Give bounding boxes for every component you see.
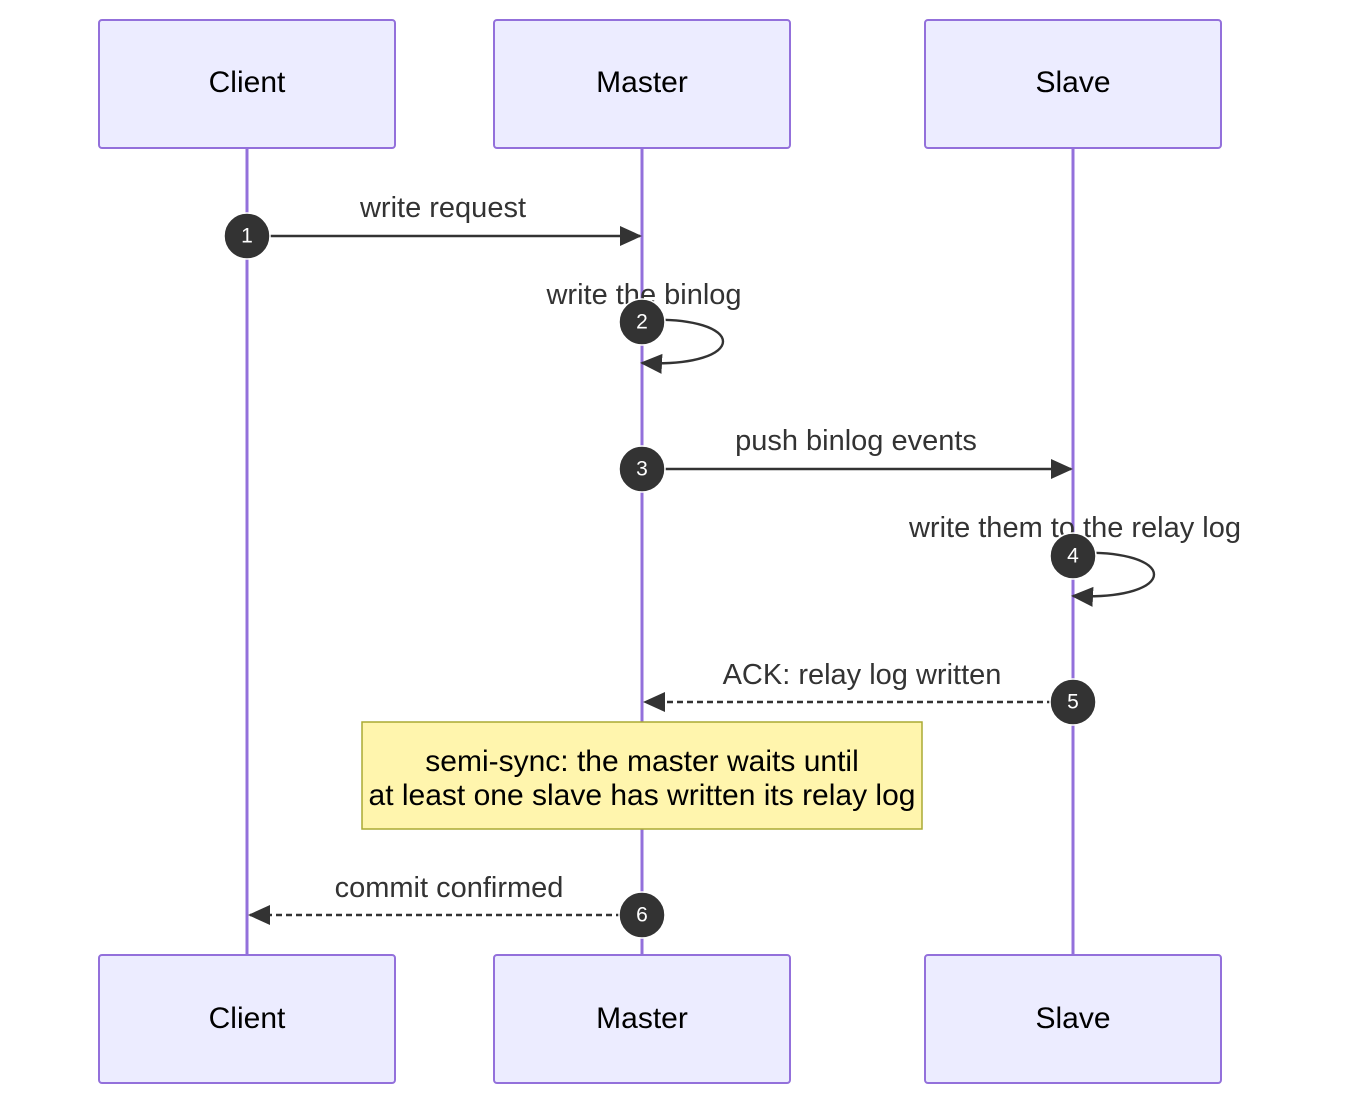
actor-slave-bottom: Slave xyxy=(924,954,1222,1084)
message-arrow xyxy=(1071,551,1155,607)
message-label: commit confirmed xyxy=(335,872,564,904)
sequence-number: 3 xyxy=(636,458,648,481)
sequence-number: 1 xyxy=(241,225,253,248)
sequence-number: 6 xyxy=(636,904,648,927)
note-line: semi-sync: the master waits until xyxy=(425,745,858,778)
actor-label: Client xyxy=(209,66,286,99)
sequence-number-badge xyxy=(223,212,271,260)
message-write-binlog: write the binlog 2 xyxy=(545,279,742,374)
message-write-request: write request 1 xyxy=(223,192,642,260)
message-label: push binlog events xyxy=(735,425,977,457)
sequence-number: 5 xyxy=(1067,691,1079,714)
actor-label: Master xyxy=(596,1002,688,1035)
actor-client-top: Client xyxy=(98,19,396,149)
message-push-binlog-events: push binlog events 3 xyxy=(618,425,1073,493)
actor-label: Client xyxy=(209,1002,286,1035)
actor-slave-top: Slave xyxy=(924,19,1222,149)
actor-label: Slave xyxy=(1035,66,1110,99)
message-label: write request xyxy=(359,192,526,224)
message-label: ACK: relay log written xyxy=(723,659,1002,691)
sequence-number-badge xyxy=(1049,678,1097,726)
message-ack-relay-log-written: ACK: relay log written 5 xyxy=(643,659,1097,726)
sequence-number-badge xyxy=(618,298,666,346)
actor-master-bottom: Master xyxy=(493,954,791,1084)
message-write-relay-log: write them to the relay log 4 xyxy=(908,512,1241,607)
sequence-number: 2 xyxy=(636,311,648,334)
sequence-number-badge xyxy=(1049,532,1097,580)
note-line: at least one slave has written its relay… xyxy=(369,779,916,812)
actor-label: Slave xyxy=(1035,1002,1110,1035)
actor-client-bottom: Client xyxy=(98,954,396,1084)
actor-label: Master xyxy=(596,66,688,99)
message-arrow xyxy=(640,318,724,374)
actor-master-top: Master xyxy=(493,19,791,149)
message-commit-confirmed: commit confirmed 6 xyxy=(248,872,666,939)
sequence-number: 4 xyxy=(1067,545,1079,568)
sequence-number-badge xyxy=(618,891,666,939)
note-semi-sync: semi-sync: the master waits until at lea… xyxy=(361,721,923,830)
sequence-number-badge xyxy=(618,445,666,493)
